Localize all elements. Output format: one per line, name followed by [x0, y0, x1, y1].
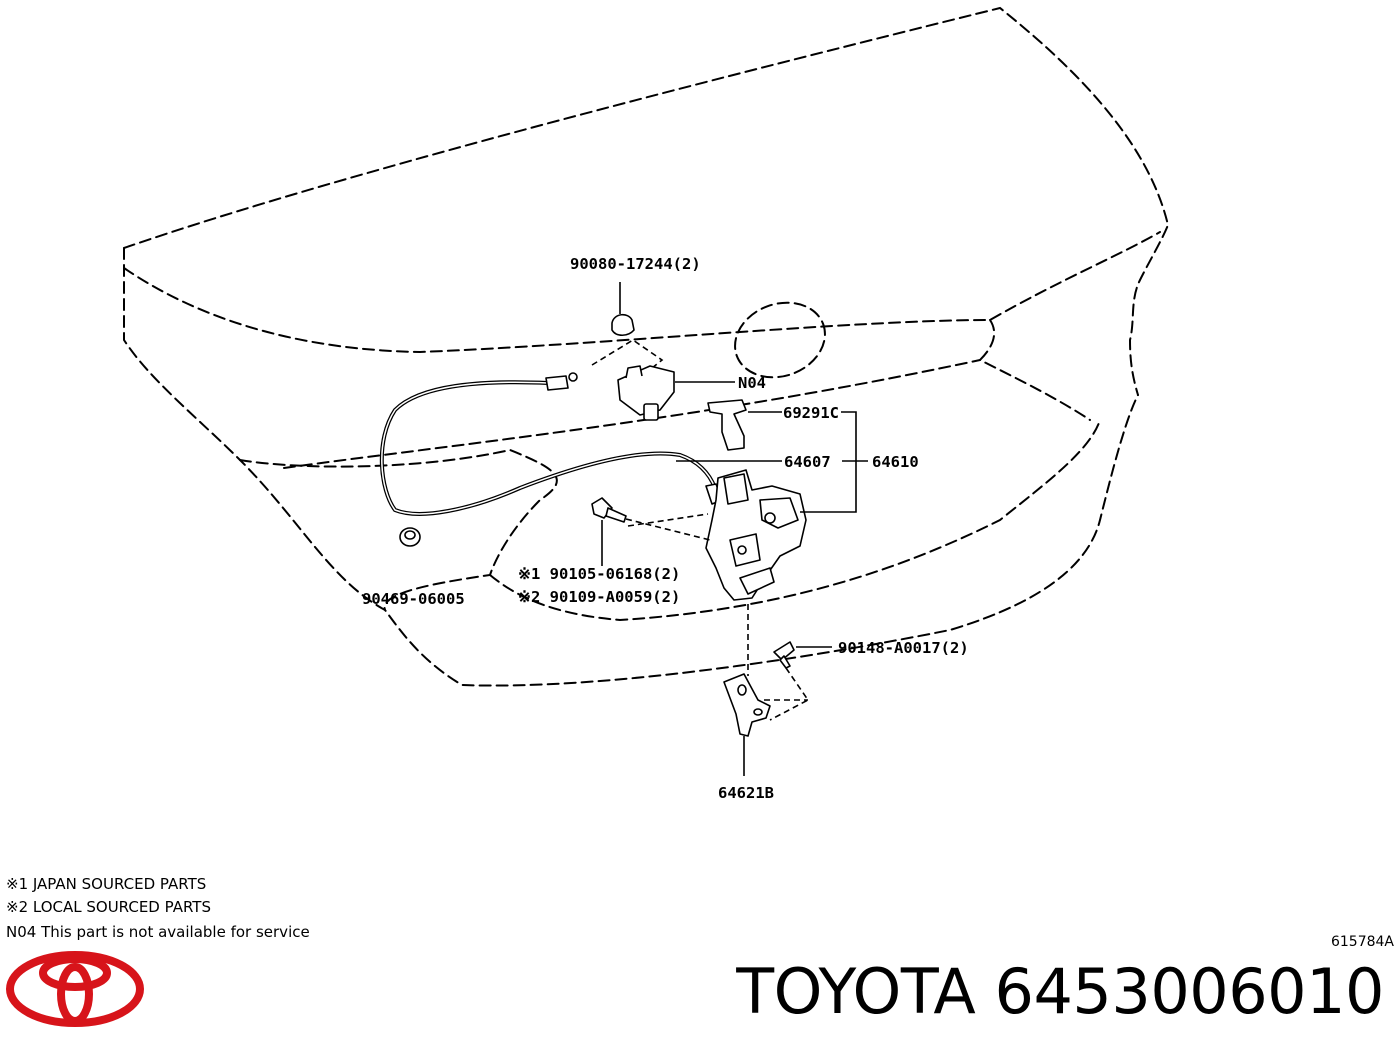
brand-name: TOYOTA: [736, 955, 976, 1028]
label-69291c: 69291C: [783, 404, 839, 422]
grommet-90469-icon: [399, 527, 421, 547]
callout-labels: 90080-17244(2) N04 69291C 64607 64610 ※1…: [362, 255, 969, 802]
note-not-available: N04 This part is not available for servi…: [6, 923, 310, 941]
label-90105-06168: ※1 90105-06168(2): [518, 565, 680, 583]
screw-90148-icon: [773, 641, 832, 669]
part-number: 6453006010: [994, 955, 1385, 1028]
note-japan-sourced: ※1 JAPAN SOURCED PARTS: [6, 875, 207, 893]
label-90148-a0017: 90148-A0017(2): [838, 639, 969, 657]
label-90469-06005: 90469-06005: [362, 590, 465, 608]
toyota-logo-icon: [6, 951, 144, 1027]
bolt-90105-icon: [591, 497, 711, 566]
note-local-sourced: ※2 LOCAL SOURCED PARTS: [6, 898, 211, 916]
clip-90080-icon: [611, 282, 635, 337]
lock-cylinder-69291c-icon: [707, 399, 782, 451]
label-n04: N04: [738, 374, 766, 392]
label-90080-17244: 90080-17244(2): [570, 255, 701, 273]
reference-code: 615784A: [1330, 934, 1394, 950]
label-64621b: 64621B: [718, 784, 774, 802]
trunk-lid-outline: [123, 6, 1170, 687]
lid-lock-64610-icon: [705, 411, 868, 601]
lock-switch-n04-icon: [591, 339, 735, 421]
brand-part-heading: TOYOTA 6453006010: [736, 955, 1384, 1028]
label-64607: 64607: [784, 453, 831, 471]
striker-64621b-icon: [723, 604, 810, 776]
label-90109-a0059: ※2 90109-A0059(2): [518, 588, 680, 606]
label-64610: 64610: [872, 453, 919, 471]
